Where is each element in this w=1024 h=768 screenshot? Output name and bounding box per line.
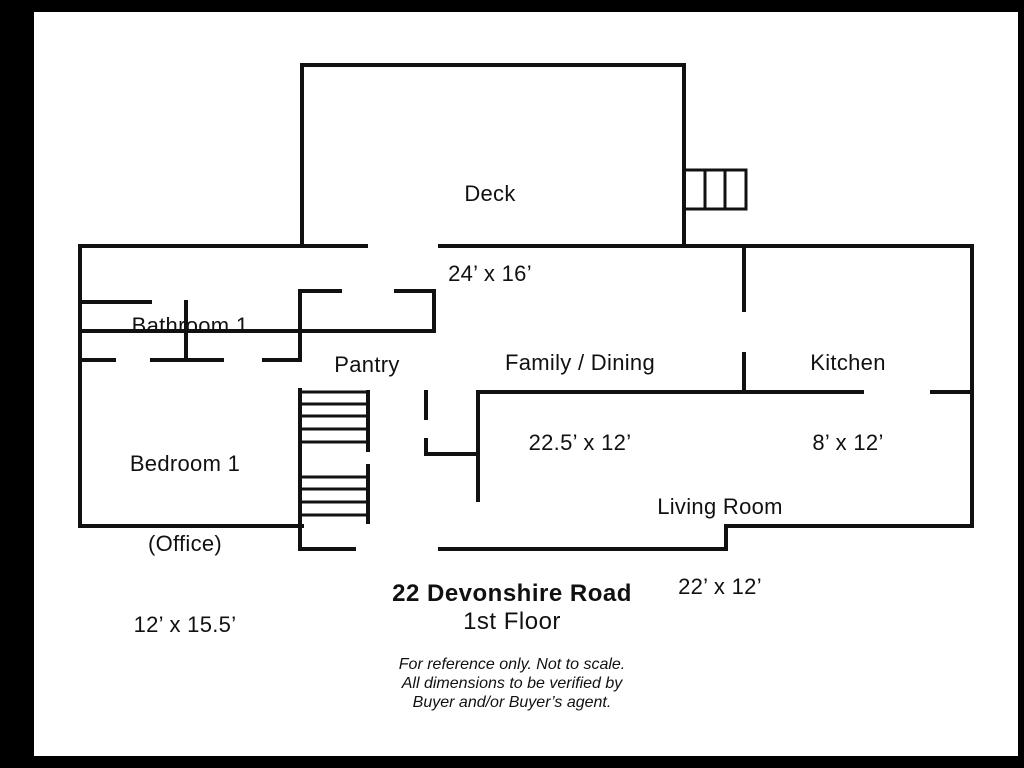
disclaimer-line: All dimensions to be verified by — [401, 675, 623, 693]
family-dining-size: 22.5’ x 12’ — [528, 430, 632, 456]
deck-outline — [300, 63, 686, 248]
bedroom-name: Bedroom 1 — [129, 450, 241, 476]
pantry-label: Pantry — [304, 298, 430, 405]
disclaimer-line: For reference only. Not to scale. — [398, 656, 626, 673]
deck-size: 24’ x 16’ — [448, 261, 532, 287]
staircase — [302, 390, 370, 524]
disclaimer-line: Buyer and/or Buyer’s agent. — [412, 694, 612, 712]
bedroom-subname: (Office) — [147, 531, 223, 557]
bathroom-name: Bathroom 1 — [131, 312, 249, 338]
living-room-name: Living Room — [657, 493, 783, 519]
deck-label: Deck 24’ x 16’ — [390, 127, 590, 315]
kitchen-walls — [476, 244, 974, 394]
floor-plan-page — [34, 12, 1018, 756]
bathroom-label: Bathroom 1 — [90, 259, 290, 366]
pantry-name: Pantry — [334, 351, 400, 377]
living-room-size: 22’ x 12’ — [678, 574, 762, 600]
kitchen-label: Kitchen 8’ x 12’ — [768, 296, 928, 484]
outer-walls — [78, 244, 974, 551]
deck-name: Deck — [464, 180, 516, 206]
deck-steps — [684, 168, 748, 211]
living-room-label: Living Room 22’ x 12’ — [610, 440, 830, 628]
bathroom-walls — [78, 289, 302, 362]
disclaimer: For reference only. Not to scale. All di… — [0, 655, 1024, 713]
family-dining-label: Family / Dining 22.5’ x 12’ — [450, 296, 710, 484]
floor-label: 1st Floor — [463, 608, 561, 635]
pantry-walls — [298, 289, 436, 333]
kitchen-size: 8’ x 12’ — [812, 430, 884, 456]
bedroom-label: Bedroom 1 (Office) 12’ x 15.5’ — [90, 397, 280, 665]
bedroom-size: 12’ x 15.5’ — [133, 611, 237, 637]
property-address: 22 Devonshire Road — [392, 580, 632, 607]
family-dining-name: Family / Dining — [505, 349, 655, 375]
kitchen-name: Kitchen — [810, 349, 886, 375]
living-room-walls — [424, 390, 480, 502]
